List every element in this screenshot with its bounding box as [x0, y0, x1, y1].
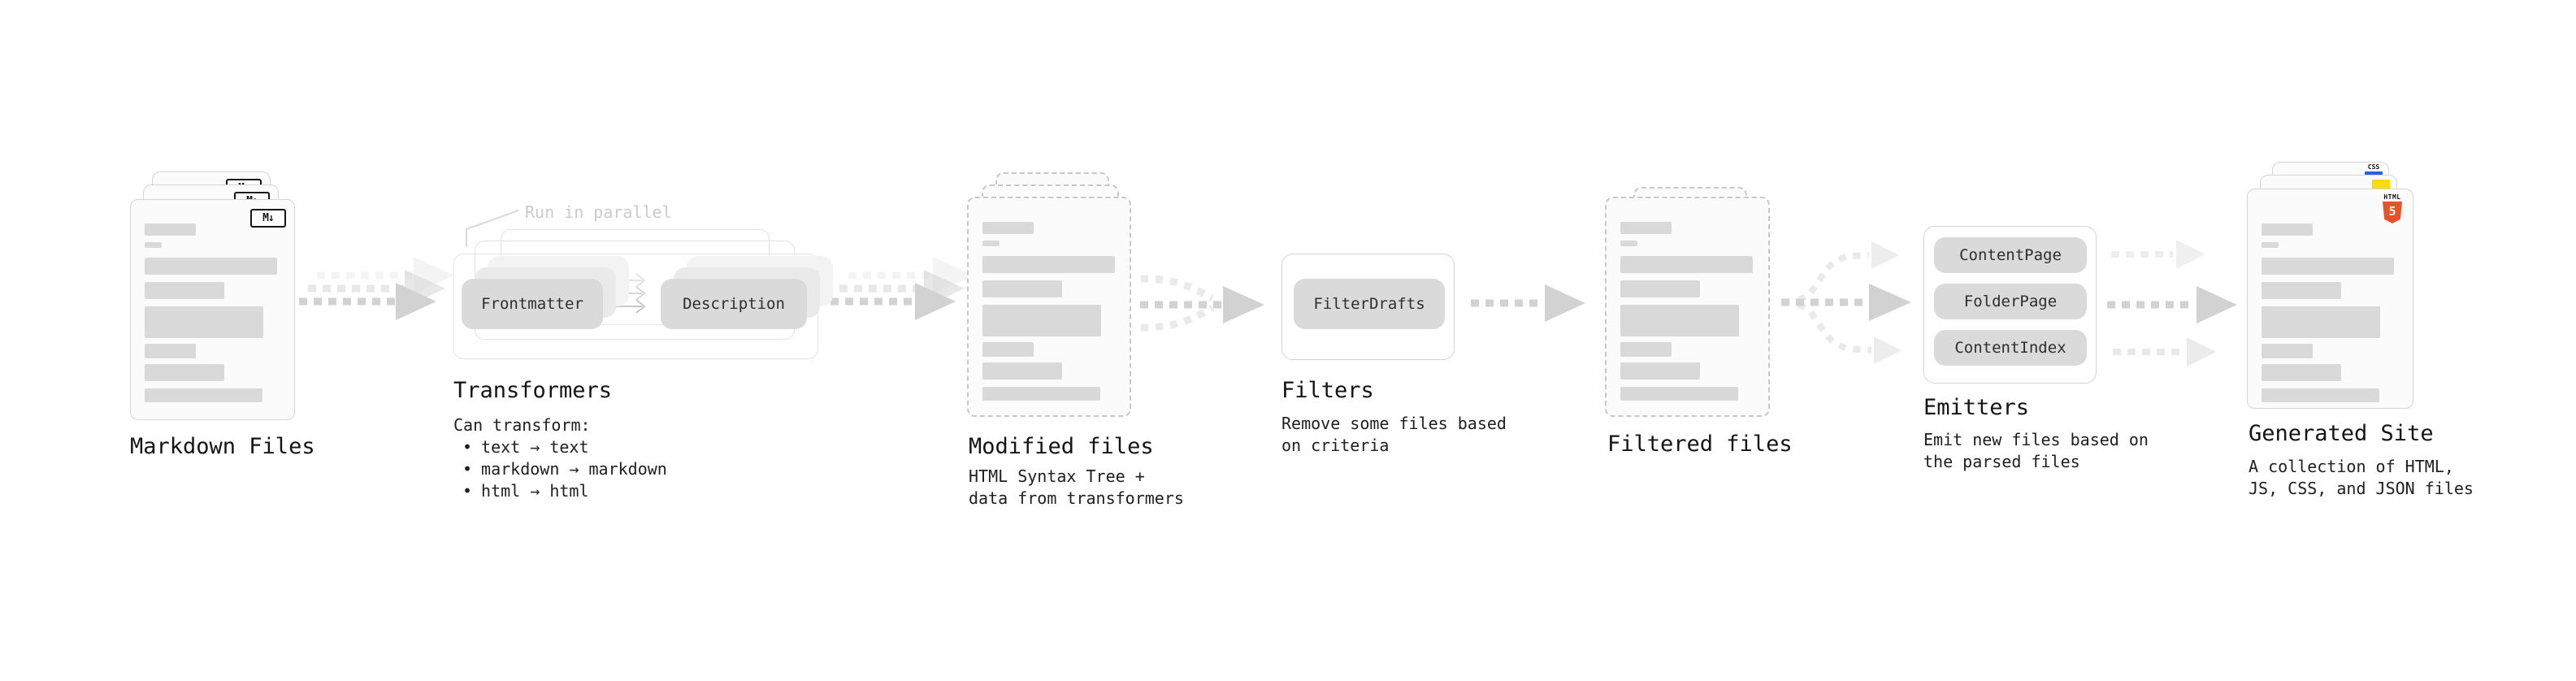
placeholder-bar	[1620, 362, 1700, 380]
generated-html-file-card: HTML 5	[2247, 189, 2413, 409]
run-in-parallel-note: Run in parallel	[525, 202, 672, 222]
placeholder-bar	[1620, 387, 1738, 401]
emitters-desc: Emit new files based on the parsed files	[1923, 429, 2149, 473]
bullet-text: text → text	[481, 437, 589, 457]
placeholder-bar	[982, 342, 1034, 357]
placeholder-bar	[982, 362, 1062, 380]
placeholder-bar	[2262, 282, 2341, 299]
run-in-parallel-callout-line	[466, 210, 519, 247]
doc-placeholder-lines	[1620, 222, 1753, 401]
bullet-line: • html → html	[453, 480, 667, 502]
content-page-pill: ContentPage	[1934, 237, 2087, 273]
css-badge-underline	[2365, 171, 2383, 175]
placeholder-bar	[145, 364, 224, 381]
bullet-glyph: •	[462, 481, 473, 501]
emitters-label: Emitters	[1923, 395, 2030, 420]
desc-line: Emit new files based on	[1923, 430, 2149, 449]
placeholder-bar	[1620, 280, 1700, 297]
bullet-line: • markdown → markdown	[453, 458, 667, 480]
desc-line: Remove some files based	[1281, 414, 1507, 433]
modified-file-card-front	[967, 197, 1131, 417]
generated-site-desc: A collection of HTML, JS, CSS, and JSON …	[2249, 456, 2474, 500]
desc-line: data from transformers	[969, 488, 1184, 508]
markdown-badge-icon: M↓	[250, 209, 286, 228]
desc-line: Can transform:	[453, 415, 591, 435]
placeholder-bar	[145, 388, 262, 402]
placeholder-bar	[2262, 242, 2279, 248]
placeholder-bar	[982, 305, 1101, 336]
modified-files-desc: HTML Syntax Tree + data from transformer…	[969, 466, 1184, 510]
transformers-desc: Can transform: • text → text • markdown …	[453, 414, 667, 502]
css-badge-icon: CSS	[2365, 164, 2383, 175]
desc-line: on criteria	[1281, 436, 1390, 455]
placeholder-bar	[982, 387, 1100, 401]
placeholder-bar	[2262, 388, 2379, 402]
filter-drafts-pill: FilterDrafts	[1294, 279, 1445, 329]
desc-line: HTML Syntax Tree +	[969, 466, 1145, 486]
placeholder-bar	[145, 223, 196, 236]
desc-line: the parsed files	[1923, 452, 2080, 471]
doc-placeholder-lines	[145, 223, 277, 402]
arrow-transformers-to-modified	[830, 257, 974, 320]
placeholder-bar	[982, 280, 1062, 297]
markdown-file-card-front: M↓	[130, 199, 295, 420]
markdown-files-label: Markdown Files	[130, 434, 315, 459]
html5-shield-icon: 5	[2383, 202, 2402, 223]
css-badge-label: CSS	[2367, 163, 2380, 171]
placeholder-bar	[982, 222, 1034, 234]
placeholder-bar	[2262, 364, 2341, 381]
description-pill: Description	[661, 279, 807, 329]
doc-placeholder-lines	[982, 222, 1115, 401]
transformers-label: Transformers	[453, 378, 613, 403]
filters-desc: Remove some files based on criteria	[1281, 413, 1507, 457]
placeholder-bar	[145, 258, 277, 275]
placeholder-bar	[145, 306, 263, 338]
placeholder-bar	[1620, 222, 1672, 234]
arrow-filtered-to-emitters	[1781, 241, 1911, 364]
modified-files-label: Modified files	[969, 434, 1154, 459]
placeholder-bar	[1620, 256, 1753, 273]
frontmatter-pill: Frontmatter	[462, 279, 603, 329]
placeholder-bar	[145, 242, 162, 248]
placeholder-bar	[145, 282, 224, 299]
bullet-text: markdown → markdown	[481, 459, 667, 479]
doc-placeholder-lines	[2262, 223, 2394, 402]
arrow-filters-to-filtered	[1471, 284, 1585, 322]
placeholder-bar	[1620, 241, 1637, 246]
bullet-glyph: •	[462, 437, 473, 457]
placeholder-bar	[982, 256, 1115, 273]
bullet-text: html → html	[481, 481, 589, 501]
generated-site-label: Generated Site	[2249, 421, 2434, 446]
html5-badge-label: HTML	[2383, 193, 2401, 201]
folder-page-pill: FolderPage	[1934, 284, 2087, 319]
placeholder-bar	[2262, 344, 2313, 358]
bullet-line: • text → text	[453, 436, 667, 458]
content-index-pill: ContentIndex	[1934, 330, 2087, 366]
placeholder-bar	[2262, 223, 2313, 236]
placeholder-bar	[2262, 258, 2394, 275]
html5-badge-icon: HTML 5	[2382, 193, 2403, 223]
arrow-modified-to-filters	[1140, 275, 1264, 332]
placeholder-bar	[982, 241, 1000, 246]
placeholder-bar	[145, 344, 196, 358]
arrow-emitters-to-generated	[2107, 240, 2237, 367]
filtered-file-card-front	[1605, 197, 1770, 417]
placeholder-bar	[2262, 306, 2380, 338]
desc-line: A collection of HTML,	[2249, 457, 2454, 476]
arrow-markdown-to-transformers	[299, 257, 454, 320]
filtered-files-label: Filtered files	[1607, 432, 1793, 457]
filters-label: Filters	[1281, 378, 1374, 403]
html5-number: 5	[2388, 204, 2396, 219]
placeholder-bar	[1620, 342, 1672, 357]
bullet-glyph: •	[462, 459, 473, 479]
desc-line: JS, CSS, and JSON files	[2249, 479, 2474, 498]
placeholder-bar	[1620, 305, 1739, 336]
